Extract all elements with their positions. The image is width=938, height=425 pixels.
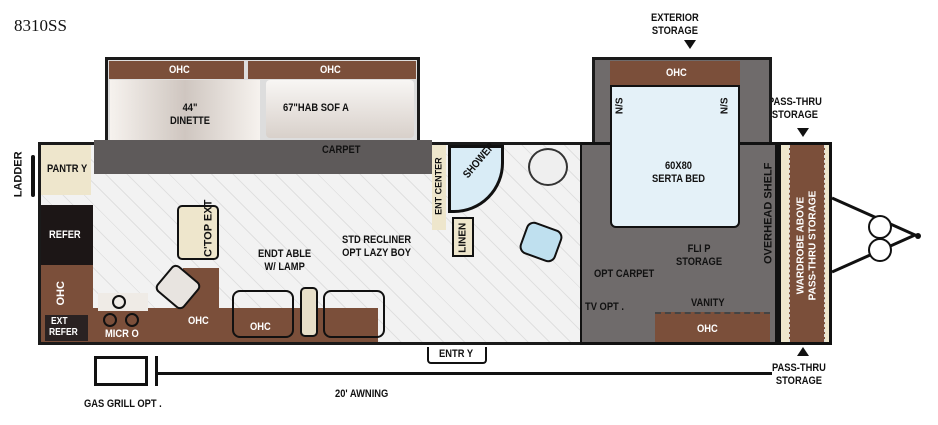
burner-icon [125,313,139,327]
ladder [31,155,35,197]
hitch [831,196,921,274]
nightstand-label: N/S [614,97,626,115]
dinette-label: 44"DINETTE [170,102,211,127]
bathroom-sink [528,148,568,186]
arrow-up-icon [797,347,809,356]
countertop-extension[interactable] [177,205,219,260]
jack-wheel-icon [868,215,892,239]
ohc-cabinet-label: OHC [250,321,271,333]
burner-icon [112,295,126,309]
awning-label: 20' AWNING [335,388,389,400]
awning [158,372,772,375]
burner-icon [103,313,117,327]
opt-carpet-label: OPT CARPET [594,268,655,280]
refrigerator[interactable]: REFER [41,205,93,265]
arrow-down-icon [797,128,809,137]
carpet-label: CARPET [322,144,361,156]
entry-door[interactable]: ENTR Y [427,347,487,364]
vanity-label: VANITY [691,297,725,309]
carpet-area [94,140,432,174]
ohc-cabinet: OHC [109,61,244,79]
ohc-cabinet: OHC [655,312,770,342]
hab-sofa-label: 67"HAB SOF A [283,102,349,114]
stove[interactable] [98,293,148,311]
jack-wheel-icon [868,238,892,262]
ladder-label: LADDER [12,151,25,198]
arrow-down-icon [684,40,696,49]
tv-opt-label: TV OPT . [585,301,624,313]
nightstand-label: N/S [719,97,731,115]
endtable [300,287,318,337]
ctop-ext-label: C'TOP EXT [202,199,215,257]
microwave-label: MICR O [105,328,139,340]
ent-center: ENT CENTER [432,145,446,230]
recliner[interactable] [323,290,385,338]
pantry[interactable]: PANTR Y [41,145,91,195]
ohc-cabinet: OHC [248,61,416,79]
model-title: 8310SS [14,16,67,35]
recliner[interactable] [232,290,294,338]
hab-sofa[interactable] [266,80,414,138]
gas-grill [94,356,148,386]
linen-closet[interactable]: LINEN [452,217,474,257]
awning-end [155,356,158,386]
ohc-cabinet: OHC [610,61,740,85]
gas-grill-label: GAS GRILL OPT . [84,398,162,410]
overhead-shelf-label: OVERHEAD SHELF [762,162,775,265]
serta-bed [610,85,740,228]
front-pass-thru-storage[interactable] [778,142,832,345]
